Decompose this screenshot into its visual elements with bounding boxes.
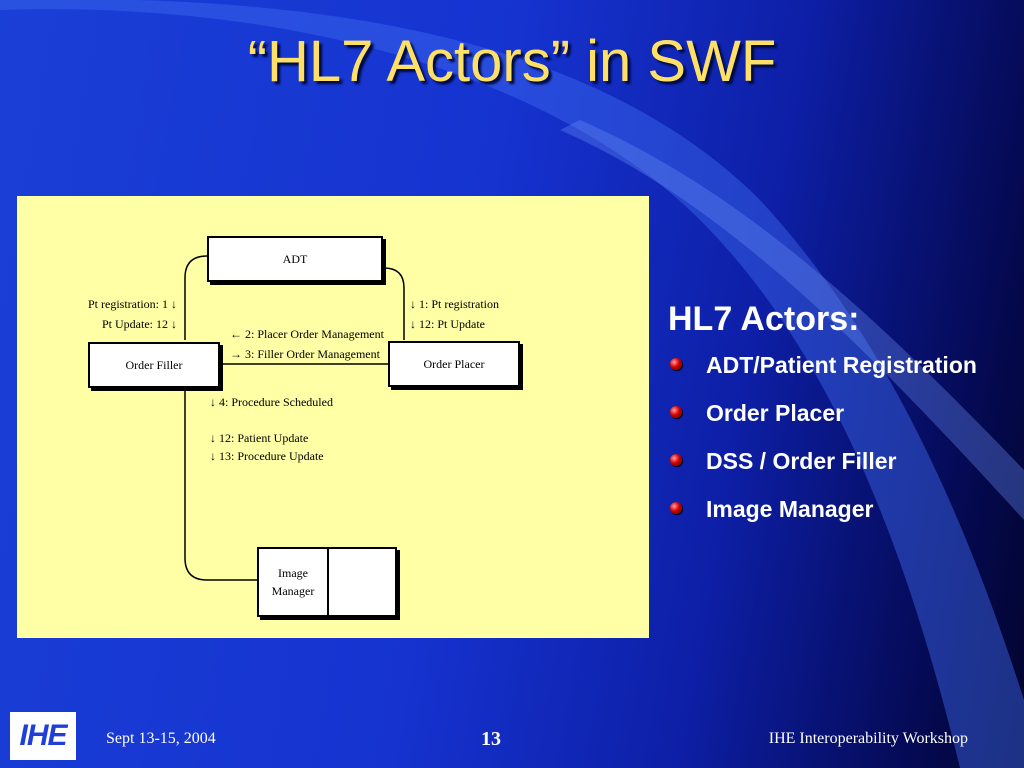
msg-pt-update-left: Pt Update: 12 ↓ [102,317,177,331]
actors-panel: HL7 Actors: ADT/Patient Registration Ord… [668,300,1008,541]
msg-pt-update-right: ↓ 12: Pt Update [410,317,485,331]
actor-list-item: Order Placer [668,397,1008,430]
actors-heading: HL7 Actors: [668,300,860,338]
actor-list-item: DSS / Order Filler [668,445,1008,478]
actor-list-item-label: Order Placer [706,400,845,426]
ihe-logo: IHE [10,712,76,760]
msg-procedure-update: ↓ 13: Procedure Update [210,449,324,463]
ihe-logo-text: IHE [19,719,67,752]
actor-list-item: Image Manager [668,493,1008,526]
msg-placer-order-management: ← 2: Placer Order Management [230,327,384,341]
actor-list-item-label: ADT/Patient Registration [706,352,977,378]
bullet-icon [670,454,682,466]
bullet-icon [670,406,682,418]
actor-order-filler: Order Filler [88,342,220,388]
msg-filler-order-management: → 3: Filler Order Management [230,347,380,361]
bullet-icon [670,502,682,514]
slide-title: “HL7 Actors” in SWF [247,29,777,94]
actor-list-item-label: DSS / Order Filler [706,448,897,474]
msg-procedure-scheduled: ↓ 4: Procedure Scheduled [210,395,333,409]
msg-patient-update: ↓ 12: Patient Update [210,431,309,445]
actor-adt: ADT [207,236,383,282]
diagram-connectors [184,255,405,581]
msg-pt-registration-right: ↓ 1: Pt registration [410,297,499,311]
footer-date: Sept 13-15, 2004 [106,730,216,747]
actor-list-item: ADT/Patient Registration [668,349,1008,382]
image-manager-label: Image Manager [259,549,329,615]
footer-page-number: 13 [481,728,501,750]
actor-image-manager: Image Manager [257,547,397,617]
actor-list-item-label: Image Manager [706,496,874,522]
footer-event-name: IHE Interoperability Workshop [768,730,968,747]
actor-order-placer: Order Placer [388,341,520,387]
diagram-panel: ADT Order Filler Order Placer Image Mana… [17,196,649,638]
bullet-icon [670,358,682,370]
msg-pt-registration-left: Pt registration: 1 ↓ [88,297,177,311]
